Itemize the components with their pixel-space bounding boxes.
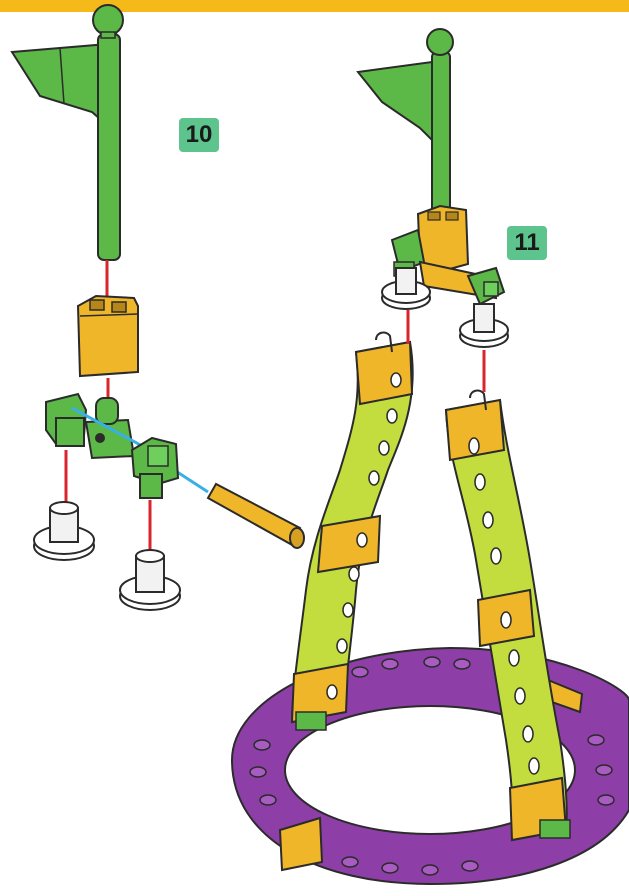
elbow-connector (45, 392, 88, 447)
tee-connector (84, 397, 136, 460)
step-10-group (10, 4, 305, 611)
wheel-hub (119, 549, 181, 611)
wheel-hub (459, 303, 509, 348)
axle-rod (206, 482, 305, 549)
connector-block (76, 294, 139, 378)
curved-beam (290, 331, 414, 731)
flag-part (10, 4, 124, 261)
flag-assembly (356, 28, 506, 306)
step-11-group (230, 28, 629, 886)
top-accent-bar (0, 0, 629, 12)
wheel-hub (381, 267, 431, 310)
wheel-hub (33, 501, 95, 561)
elbow-connector (130, 436, 180, 499)
curved-beam (444, 389, 571, 842)
step-number-badge: 10 (179, 118, 219, 152)
ring-base (230, 646, 629, 886)
step-number-badge: 11 (507, 226, 547, 260)
axle-guide-line (71, 406, 147, 450)
